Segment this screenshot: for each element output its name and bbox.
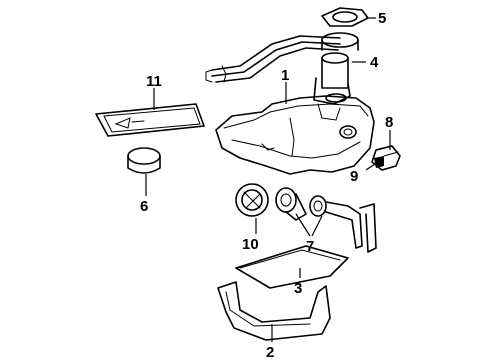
callout-labels: 1 2 3 4 5 6 7 8 9 10 11	[140, 10, 393, 360]
fuel-cap-part	[127, 147, 161, 174]
callout-11: 11	[146, 73, 162, 90]
callout-1: 1	[281, 67, 289, 84]
filler-neck-part	[275, 187, 377, 253]
callout-3: 3	[294, 280, 302, 297]
leader-lines	[145, 17, 391, 342]
shield-pad-part	[95, 103, 205, 137]
callout-6: 6	[140, 198, 148, 215]
callout-9: 9	[350, 168, 358, 185]
callout-5: 5	[378, 10, 386, 27]
callout-4: 4	[370, 54, 379, 71]
fuel-lines	[205, 35, 341, 83]
callout-7: 7	[306, 238, 314, 255]
lock-ring-part	[321, 7, 369, 27]
filler-cap-part	[235, 183, 269, 217]
tank-pad-part	[235, 245, 349, 289]
callout-8: 8	[385, 114, 393, 131]
tank-strap-part	[217, 281, 331, 341]
callout-2: 2	[266, 344, 274, 360]
vent-valve-part	[371, 145, 401, 171]
fuel-tank-part	[215, 95, 375, 175]
callout-10: 10	[242, 236, 259, 253]
